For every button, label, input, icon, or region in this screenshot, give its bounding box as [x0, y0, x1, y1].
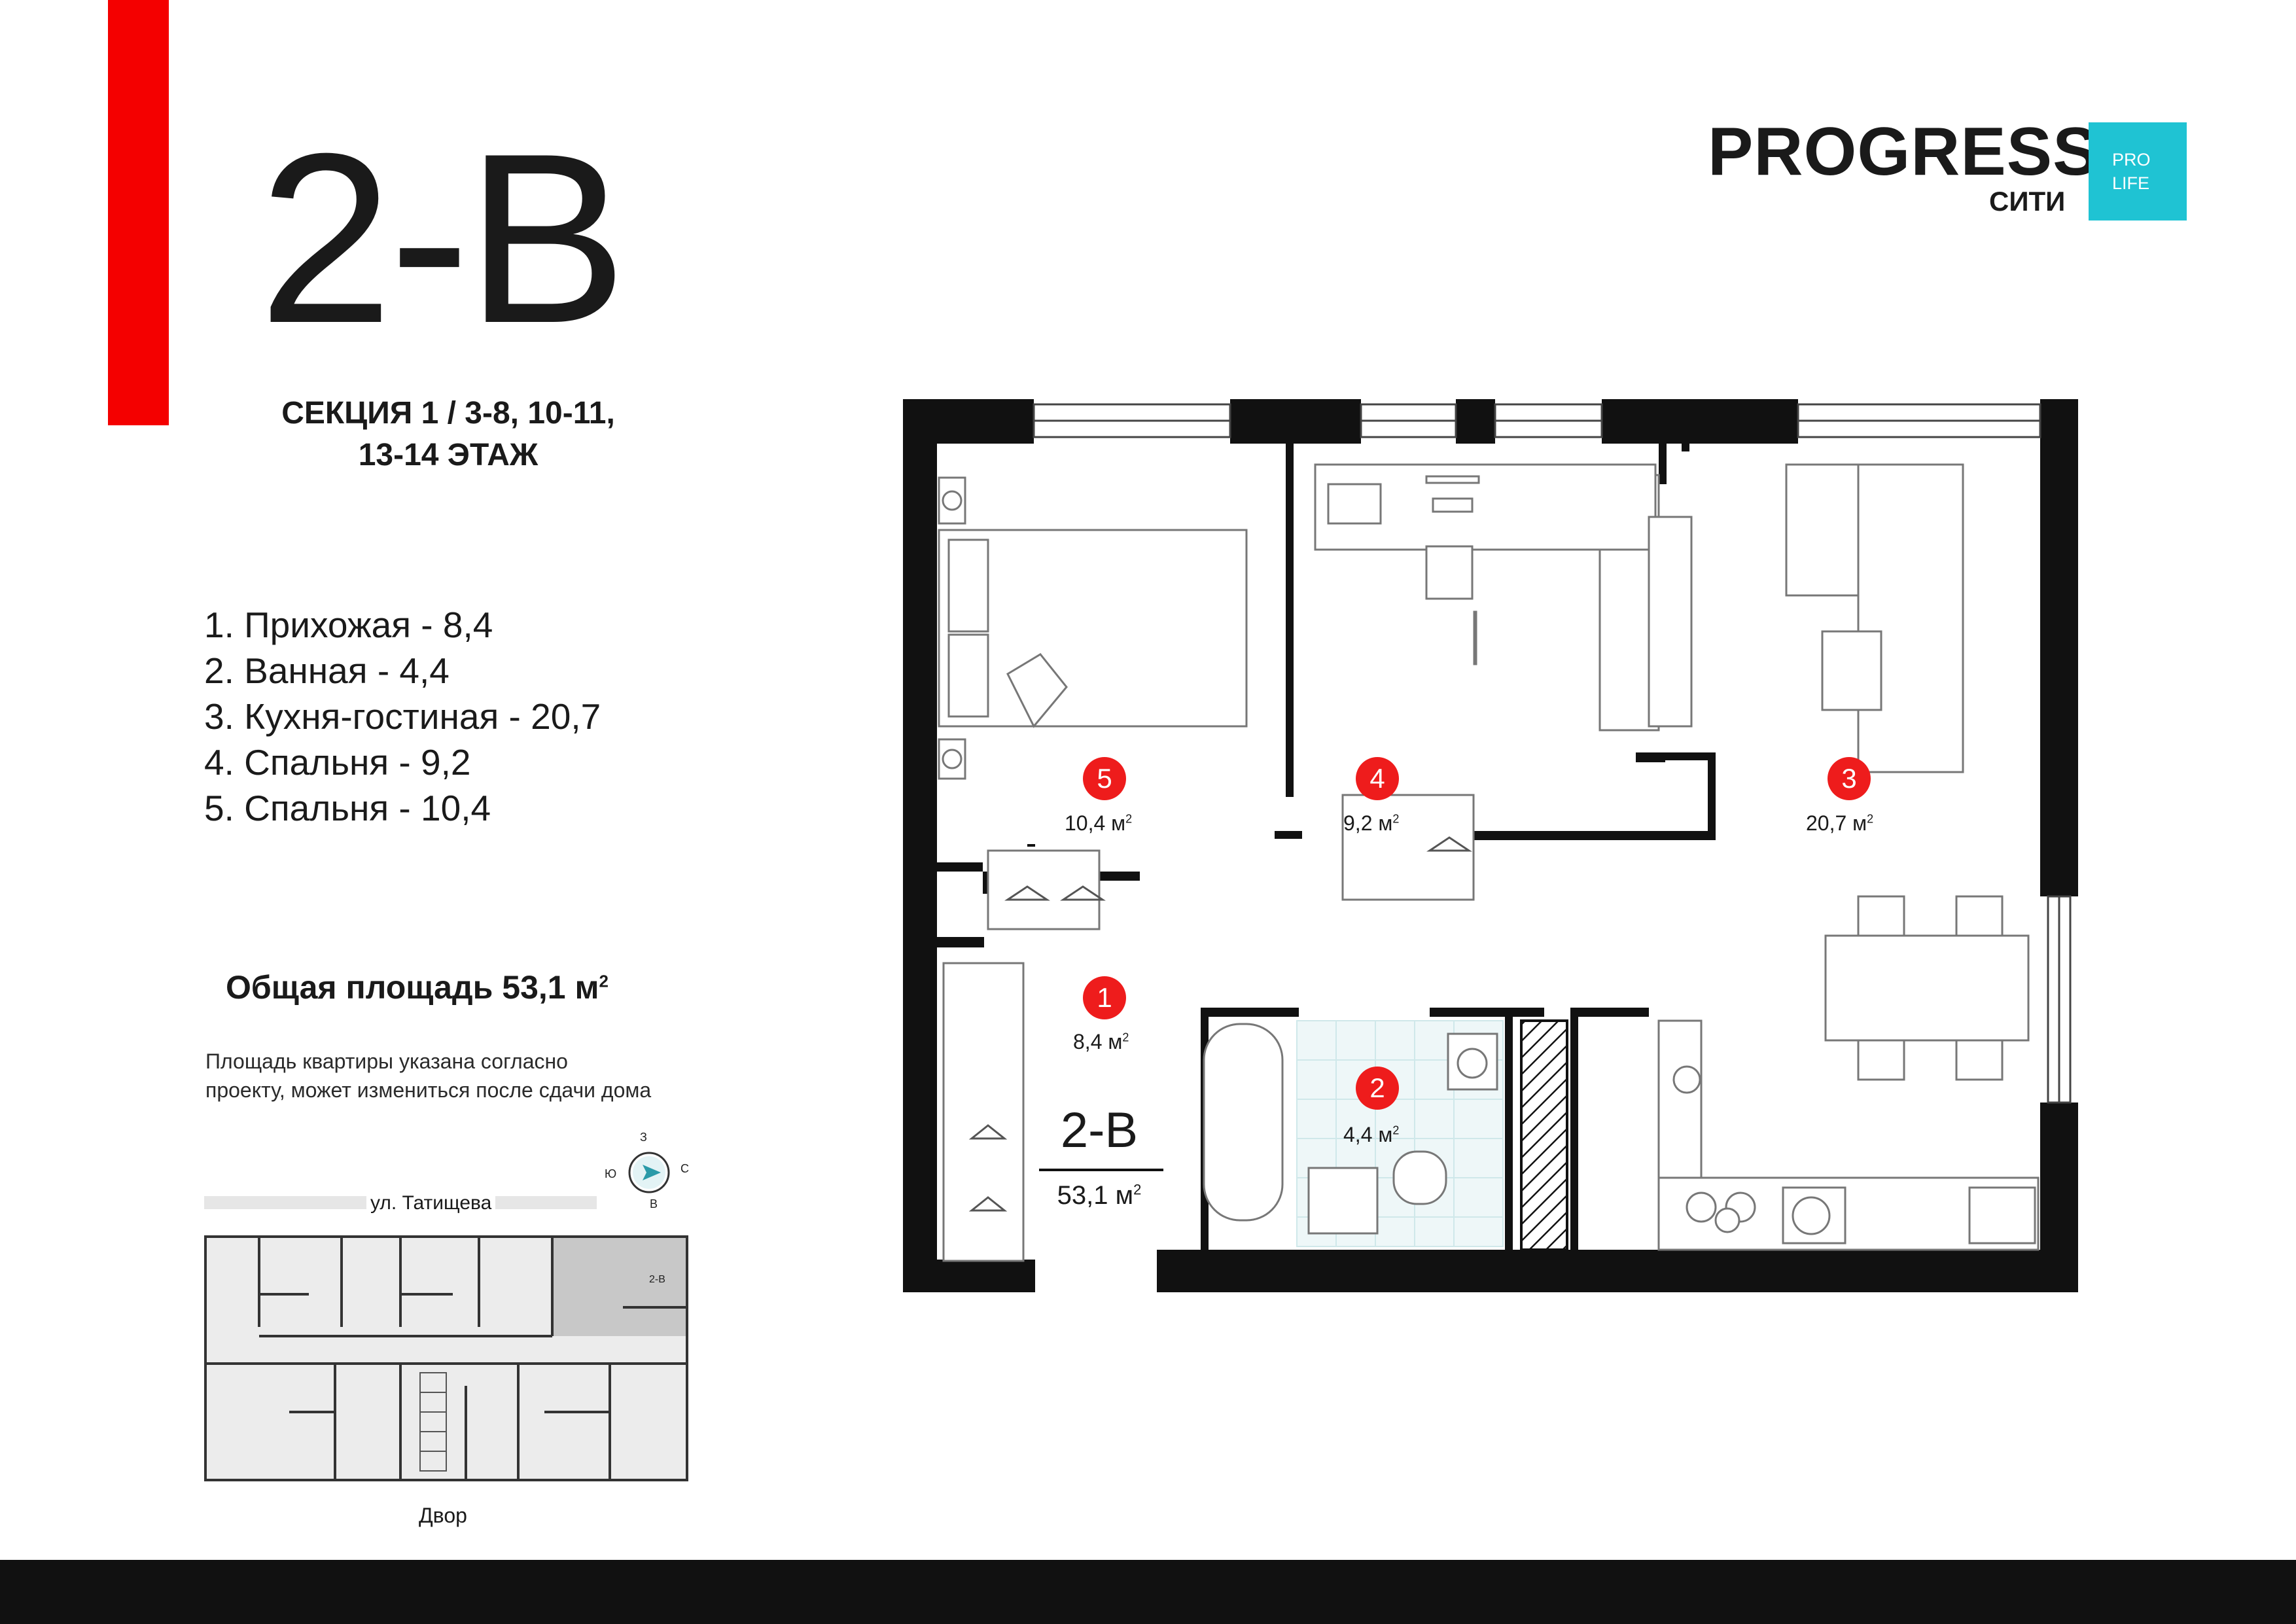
wardrobe-icon	[942, 962, 1025, 1262]
room-area-2: 4,4 м2	[1343, 1123, 1400, 1146]
room-area-4: 9,2 м2	[1343, 811, 1400, 835]
room-list: 1. Прихожая - 8,4 2. Ванная - 4,4 3. Кух…	[204, 602, 601, 831]
sofa-icon	[1785, 463, 1860, 597]
dining-table-icon	[1824, 934, 2030, 1042]
section-floor-info: СЕКЦИЯ 1 / 3-8, 10-11, 13-14 ЭТАЖ	[196, 393, 700, 476]
stove-icon	[1714, 1207, 1740, 1233]
compass-north-letter: З	[640, 1131, 647, 1144]
room-pin-1: 1	[1083, 976, 1126, 1019]
apartment-title: 2-В	[258, 103, 627, 374]
room-pin-3: 3	[1828, 757, 1871, 800]
total-area-sup: 2	[599, 971, 609, 991]
street-label: ул. Татищева	[366, 1192, 496, 1214]
compass-south-letter: В	[650, 1197, 658, 1210]
site-plan-apt-label: 2-В	[649, 1274, 665, 1285]
disclaimer-line-2: проекту, может измениться после сдачи до…	[205, 1078, 652, 1102]
compass-east-letter: С	[680, 1162, 689, 1175]
bathtub-icon	[1203, 1023, 1284, 1222]
desk-chair-icon	[1425, 545, 1474, 600]
room-item: 1. Прихожая - 8,4	[204, 605, 493, 645]
room-item: 5. Спальня - 10,4	[204, 788, 491, 828]
section-line-2: 13-14 ЭТАЖ	[358, 438, 539, 472]
room-item: 4. Спальня - 9,2	[204, 742, 471, 783]
highlighted-apartment	[552, 1238, 687, 1336]
room-area-5: 10,4 м2	[1065, 811, 1133, 835]
disclaimer-line-1: Площадь квартиры указана согласно	[205, 1050, 568, 1073]
double-bed-icon	[938, 529, 1248, 728]
coffee-table-icon	[1821, 630, 1882, 711]
compass-west-letter: Ю	[605, 1167, 617, 1180]
logo-badge-line-2: LIFE	[2112, 173, 2150, 193]
wardrobe-icon	[1648, 516, 1693, 728]
room-pin-5: 5	[1083, 757, 1126, 800]
compass-icon	[628, 1152, 670, 1193]
disclaimer: Площадь квартиры указана согласно проект…	[205, 1047, 742, 1104]
total-area-text: Общая площадь 53,1 м	[226, 969, 599, 1006]
room-item: 2. Ванная - 4,4	[204, 650, 450, 691]
plan-apartment-area: 53,1 м2	[1057, 1181, 1142, 1210]
plan-caption-divider	[1039, 1169, 1163, 1171]
wardrobe-icon	[987, 849, 1101, 930]
yard-label: Двор	[419, 1504, 467, 1527]
washbasin-icon	[1307, 1167, 1379, 1235]
accent-bar	[108, 0, 169, 425]
room-area-1: 8,4 м2	[1073, 1030, 1129, 1053]
floor-plan	[903, 399, 2078, 1292]
furniture-layer	[938, 463, 2040, 1262]
wardrobe-icon	[1341, 794, 1475, 901]
room-pin-2: 2	[1356, 1067, 1399, 1110]
logo-name: PROGRESS	[1708, 114, 2099, 190]
site-plan-map: 2-В	[204, 1235, 688, 1481]
plan-apartment-label: 2-В	[1060, 1103, 1139, 1158]
logo-badge-line-1: PRO	[2112, 150, 2151, 169]
footer-bar	[0, 1560, 2296, 1624]
utility-shaft	[1520, 1019, 1568, 1251]
toilet-icon	[1392, 1150, 1447, 1205]
room-area-3: 20,7 м2	[1806, 811, 1874, 835]
total-area: Общая площадь 53,1 м2	[226, 968, 609, 1006]
room-pin-4: 4	[1356, 757, 1399, 800]
logo-subtitle: СИТИ	[1989, 186, 2066, 217]
fridge-icon	[1968, 1186, 2036, 1244]
room-item: 3. Кухня-гостиная - 20,7	[204, 696, 601, 737]
section-line-1: СЕКЦИЯ 1 / 3-8, 10-11,	[281, 396, 615, 431]
logo-badge: PRO LIFE	[2089, 122, 2187, 221]
